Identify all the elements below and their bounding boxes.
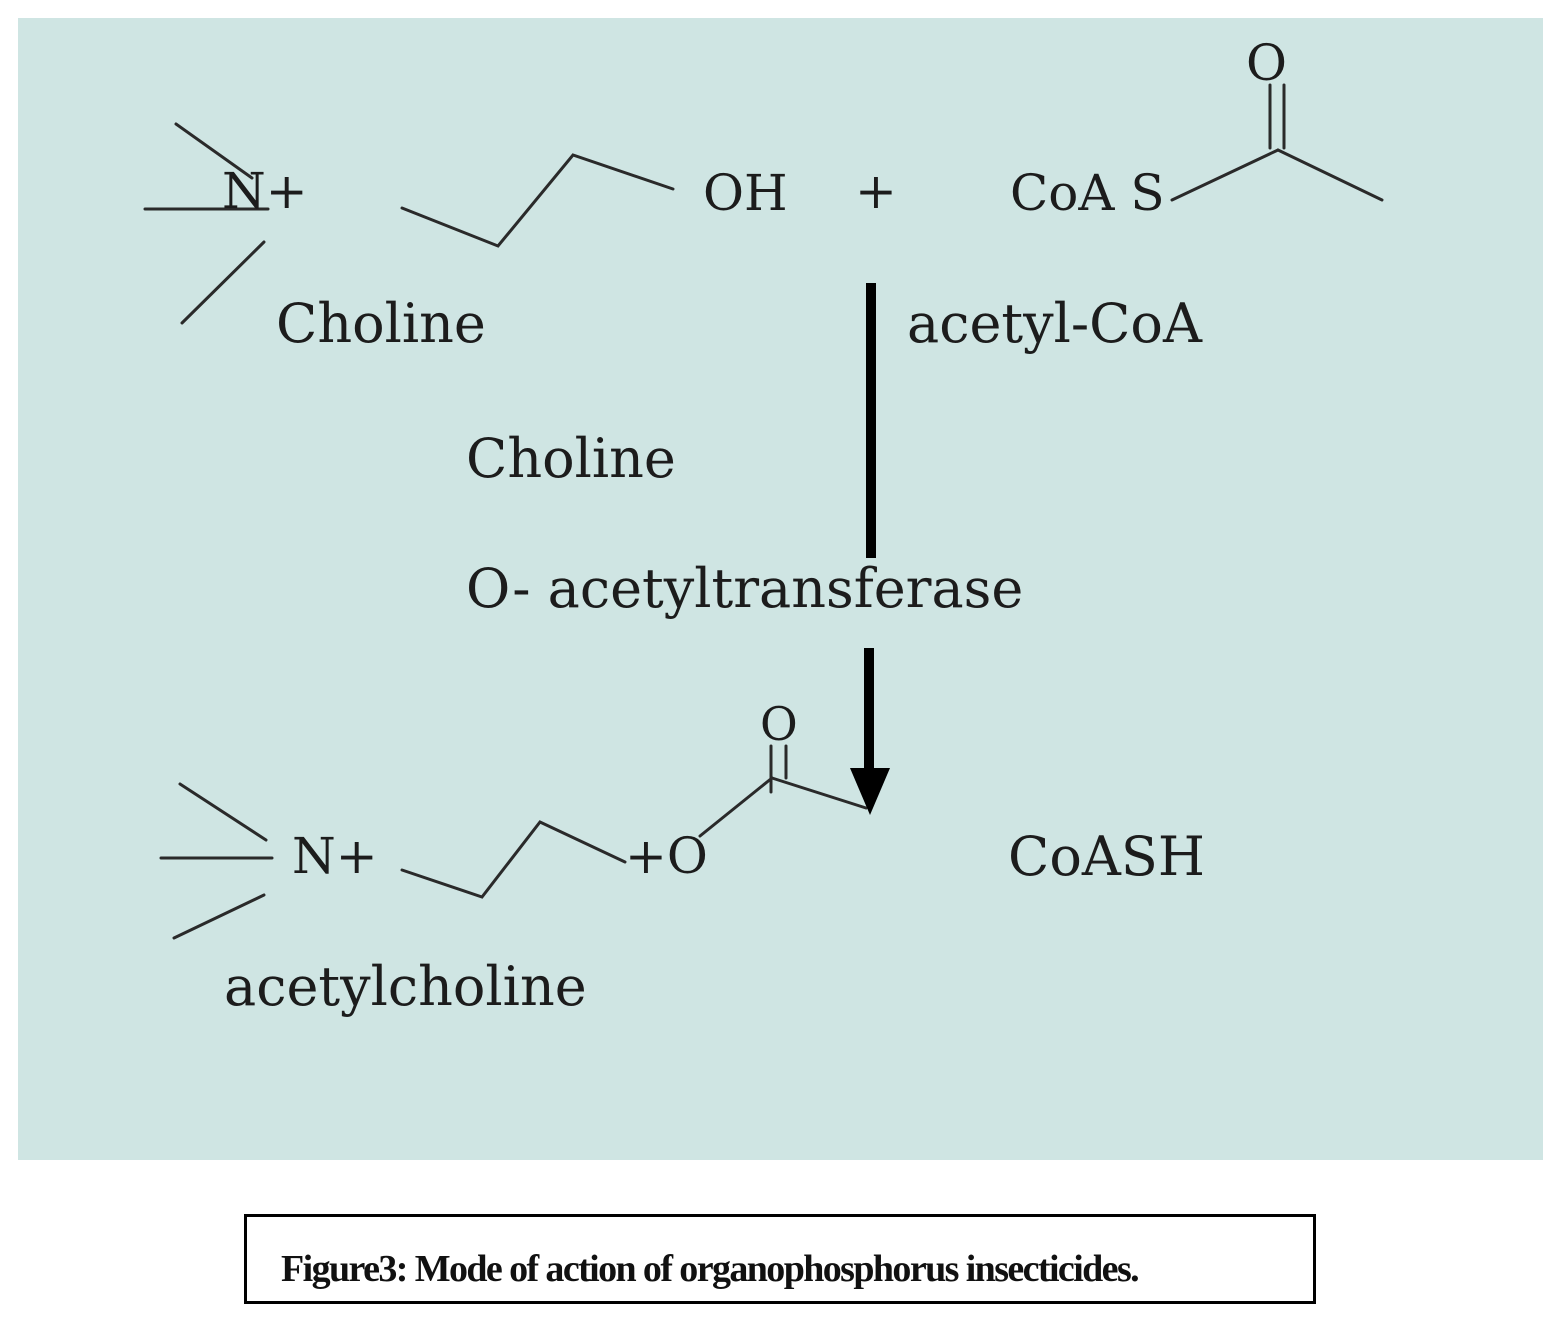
- chain-bond: [400, 820, 627, 899]
- bond: [770, 776, 868, 810]
- plus-sign: +: [855, 162, 897, 220]
- bond: [178, 782, 268, 842]
- chain-bond: [400, 153, 675, 248]
- acetyl-coa-label: acetyl-CoA: [907, 292, 1203, 355]
- acetylcholine-label: acetylcholine: [224, 955, 587, 1018]
- carbonyl-oxygen-top: O: [1246, 34, 1287, 92]
- diagram-panel: [18, 18, 1543, 1160]
- coa-thio-group: CoA S: [1010, 164, 1165, 222]
- bond: [180, 240, 266, 325]
- choline-label: Choline: [276, 292, 486, 355]
- reaction-arrow-head: [850, 768, 890, 815]
- caption-box: Figure3: Mode of action of organophospho…: [244, 1214, 1316, 1304]
- coash-label: CoASH: [1008, 825, 1205, 888]
- figure-caption: Figure3: Mode of action of organophospho…: [281, 1248, 1140, 1290]
- bond: [1276, 148, 1384, 202]
- enzyme-label-line1: Choline: [466, 427, 676, 490]
- acetylcholine-nitrogen: N+: [292, 827, 378, 885]
- bond: [174, 122, 254, 180]
- ester-oxygen: +O: [625, 827, 708, 885]
- enzyme-label-line2: O- acetyltransferase: [466, 557, 1023, 620]
- carbonyl-oxygen-bottom: O: [760, 697, 798, 751]
- choline-nitrogen: N+: [222, 162, 308, 220]
- bond: [698, 776, 774, 838]
- hydroxyl-group: OH: [703, 164, 788, 222]
- bond: [1170, 148, 1280, 202]
- bond: [172, 893, 266, 940]
